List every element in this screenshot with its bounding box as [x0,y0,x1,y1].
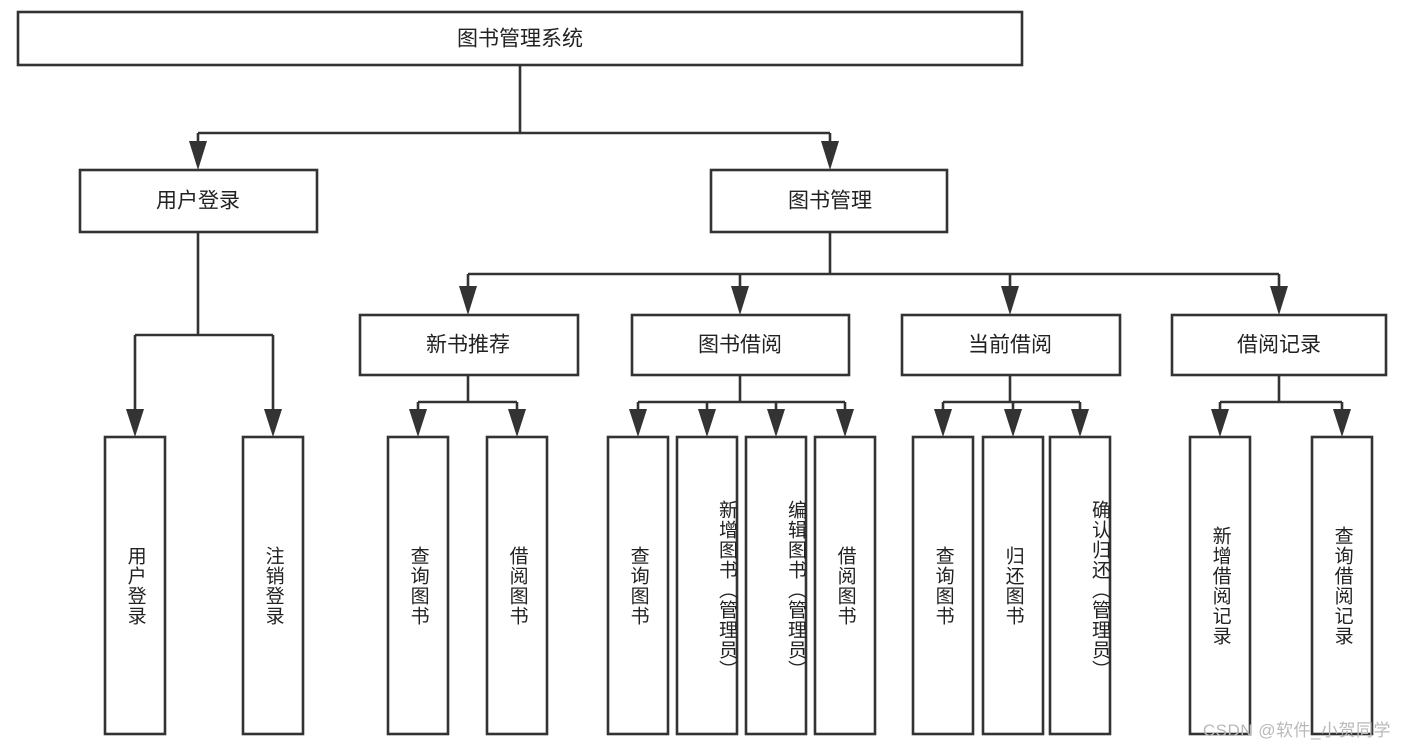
arrow-head-leaf-borrow-book-bb [836,409,854,437]
node-leaf-query-book-rec[interactable] [386,435,450,736]
label-borrow-record: 借阅记录 [1237,334,1321,357]
arrow-head-book-manage [821,141,839,170]
node-leaf-query-book-bb[interactable] [606,435,670,736]
node-leaf-borrow-book-bb[interactable] [813,435,877,736]
arrow-head-current-borrow [1001,286,1019,315]
node-book-manage[interactable] [709,168,949,234]
horizontal-label-layer: 图书管理系统 用户登录 图书管理 新书推荐 图书借阅 当前借阅 借阅记录 [156,28,1321,357]
arrow-head-leaf-borrow-book-rec [508,409,526,437]
label-book-borrow: 图书借阅 [698,334,782,357]
node-leaf-logout[interactable] [241,435,305,736]
node-leaf-query-book-cb[interactable] [911,435,975,736]
arrow-head-leaf-query-book-bb [629,409,647,437]
arrow-head-leaf-query-book-cb [934,409,952,437]
label-book-manage: 图书管理 [788,190,872,213]
arrow-head-leaf-add-record [1211,409,1229,437]
node-leaf-return-book[interactable] [981,435,1045,736]
node-borrow-record[interactable] [1170,313,1388,377]
arrow-head-new-book-rec [459,286,477,315]
arrow-head-user-login [189,141,207,170]
node-leaf-edit-book[interactable] [744,435,808,736]
connector-layer [126,65,1351,437]
node-leaf-borrow-book-rec[interactable] [485,435,549,736]
arrow-head-leaf-edit-book [767,409,785,437]
node-leaf-add-book[interactable] [675,435,739,736]
label-root: 图书管理系统 [457,28,583,51]
node-new-book-rec[interactable] [358,313,580,377]
arrow-head-leaf-add-book [698,409,716,437]
node-leaf-user-login[interactable] [103,435,167,736]
label-new-book-rec: 新书推荐 [426,334,510,357]
watermark-text: CSDN @软件_小贺同学 [1202,721,1391,740]
arrow-head-book-borrow [731,286,749,315]
label-user-login: 用户登录 [156,190,240,213]
node-leaf-add-record[interactable] [1188,435,1252,736]
node-leaf-confirm-return[interactable] [1048,435,1112,736]
arrow-head-leaf-user-login [126,409,144,437]
arrow-head-leaf-confirm-return [1071,409,1089,437]
node-book-borrow[interactable] [630,313,851,377]
node-current-borrow[interactable] [900,313,1122,377]
label-current-borrow: 当前借阅 [968,334,1052,357]
node-layer [16,10,1388,736]
arrow-head-leaf-return-book [1004,409,1022,437]
arrow-head-leaf-query-book-rec [409,409,427,437]
node-leaf-query-record[interactable] [1310,435,1374,736]
node-root[interactable] [16,10,1024,67]
arrow-head-leaf-logout [264,409,282,437]
arrow-head-borrow-record [1270,286,1288,315]
arrow-head-leaf-query-record [1333,409,1351,437]
node-user-login[interactable] [78,168,319,234]
